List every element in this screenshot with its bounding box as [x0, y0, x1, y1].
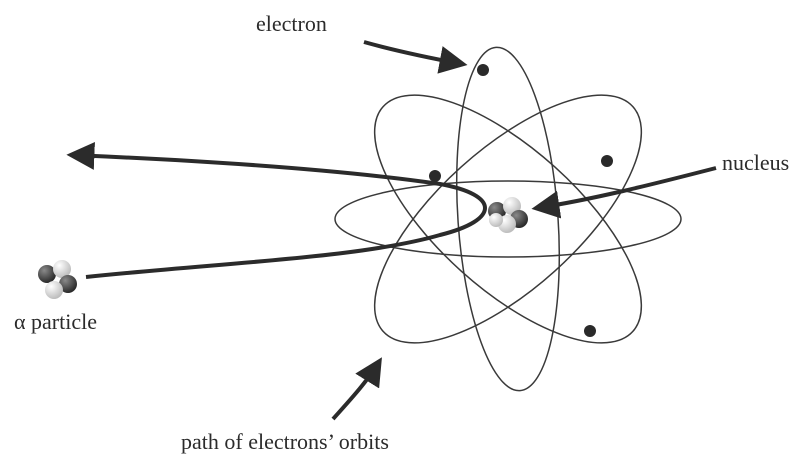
- nucleus-pointer-arrow: [537, 168, 716, 208]
- electron-dot: [584, 325, 596, 337]
- nucleus: [488, 197, 528, 233]
- electron-dot: [601, 155, 613, 167]
- orbit-path-label: path of electrons’ orbits: [181, 431, 389, 453]
- electron-pointer-arrow: [364, 42, 462, 64]
- electron-dot: [429, 170, 441, 182]
- alpha-particle: [38, 260, 77, 299]
- electron-label: electron: [256, 13, 327, 35]
- alpha-trajectory: [72, 155, 485, 277]
- nucleon: [489, 213, 503, 227]
- alpha-particle-label: α particle: [14, 311, 97, 333]
- electron-dot: [477, 64, 489, 76]
- orbit-pointer-arrow: [333, 362, 379, 419]
- nucleon: [45, 281, 63, 299]
- nucleus-label: nucleus: [722, 152, 789, 174]
